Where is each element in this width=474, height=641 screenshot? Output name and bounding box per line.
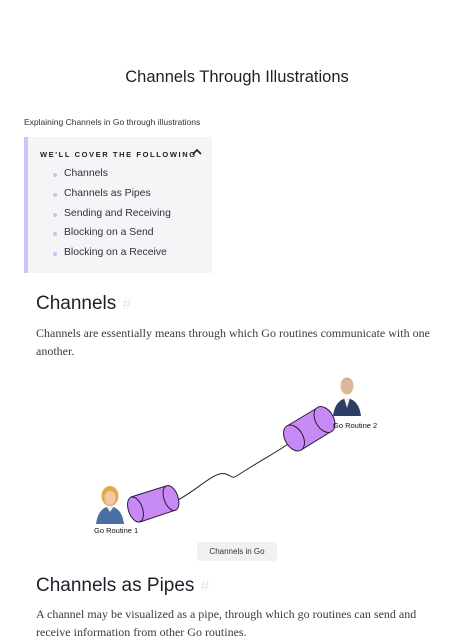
bullet-icon [53, 192, 57, 197]
go-routine-1-avatar-icon [96, 486, 124, 524]
toc-item-label[interactable]: Sending and Receiving [64, 207, 171, 219]
toc-list: Channels Channels as Pipes Sending and R… [53, 168, 171, 267]
bullet-icon [53, 252, 57, 257]
heading-text: Channels as Pipes [36, 575, 195, 596]
toc-item-sending-and-receiving[interactable]: Sending and Receiving [53, 207, 171, 228]
toc-item-channels-as-pipes[interactable]: Channels as Pipes [53, 187, 171, 208]
toc-item-channels[interactable]: Channels [53, 168, 171, 188]
pipe-right [283, 406, 336, 452]
bullet-icon [53, 173, 57, 177]
section-heading-channels-as-pipes: Channels as Pipes # [36, 575, 209, 597]
section-heading-channels: Channels # [36, 293, 131, 315]
page-title: Channels Through Illustrations [125, 68, 349, 86]
toc-item-label[interactable]: Blocking on a Receive [64, 247, 167, 259]
anchor-link-icon[interactable]: # [122, 296, 132, 313]
bullet-icon [53, 232, 57, 237]
figure-caption: Channels in Go [197, 542, 277, 561]
go-routine-2-avatar-icon [333, 377, 361, 416]
pipe-left [127, 485, 180, 523]
heading-text: Channels [36, 293, 117, 314]
section-paragraph-channels: Channels are essentially means through w… [36, 326, 430, 358]
anchor-link-icon[interactable]: # [200, 578, 210, 595]
toc-item-blocking-on-send[interactable]: Blocking on a Send [53, 227, 171, 247]
section-paragraph-channels-as-pipes: A channel may be visualized as a pipe, t… [36, 607, 417, 639]
chevron-up-icon[interactable] [191, 146, 203, 158]
channel-illustration: Go Routine 1 Go Routine 2 [80, 370, 400, 540]
toc-item-label[interactable]: Channels as Pipes [64, 187, 151, 199]
bullet-icon [53, 212, 57, 217]
table-of-contents: WE'LL COVER THE FOLLOWING Channels Chann… [24, 137, 212, 273]
page-subtitle: Explaining Channels in Go through illust… [24, 117, 201, 127]
go-routine-2-label: Go Routine 2 [333, 421, 377, 430]
toc-item-label[interactable]: Blocking on a Send [64, 227, 154, 239]
toc-header: WE'LL COVER THE FOLLOWING [40, 150, 197, 159]
toc-item-label[interactable]: Channels [64, 168, 108, 179]
channel-diagram: Go Routine 1 Go Routine 2 [94, 377, 377, 535]
channel-wire [175, 443, 289, 502]
go-routine-1-label: Go Routine 1 [94, 526, 138, 535]
toc-item-blocking-on-receive[interactable]: Blocking on a Receive [53, 247, 171, 267]
